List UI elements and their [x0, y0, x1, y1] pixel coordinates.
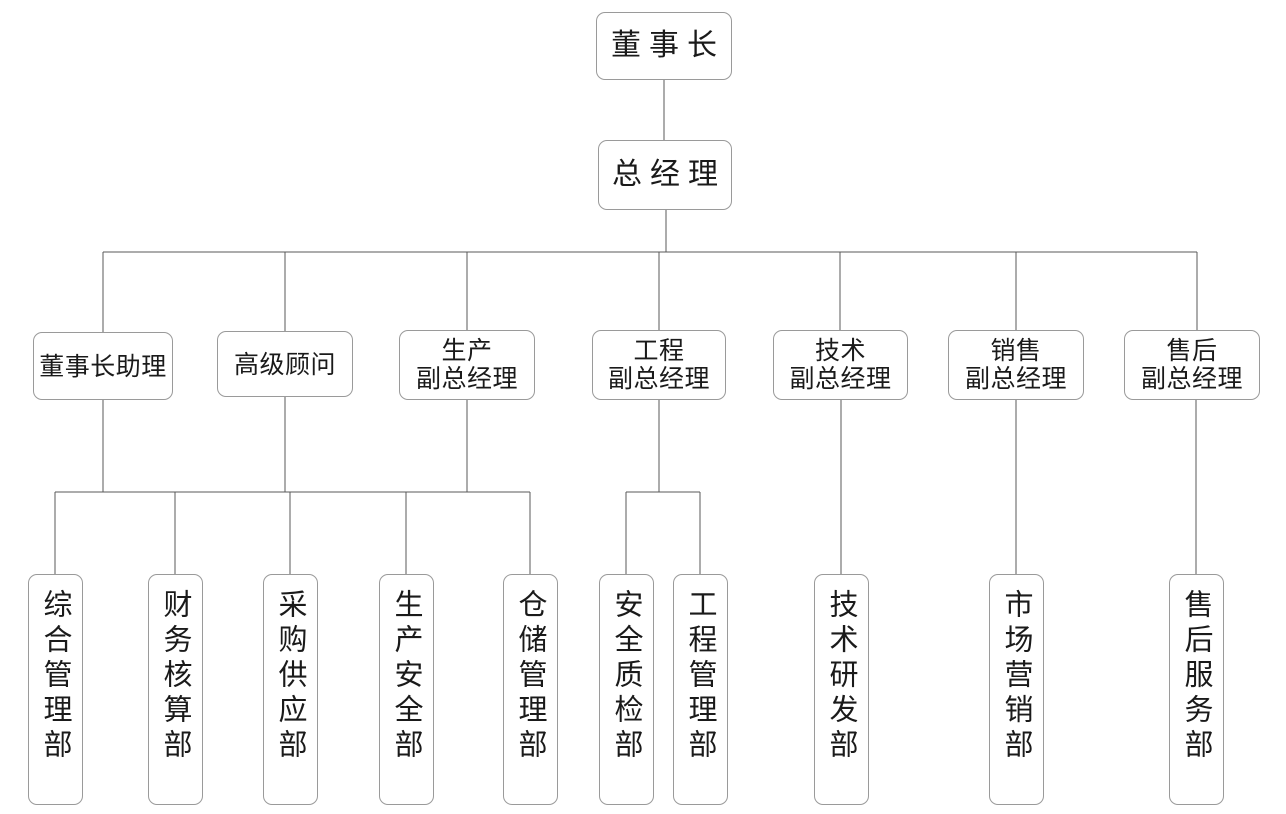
org-node-vp-production[interactable]: 生产 副总经理 [399, 330, 535, 400]
org-node-chairman[interactable]: 董事长 [596, 12, 732, 80]
org-node-label-general-manager: 总经理 [612, 156, 726, 192]
org-node-label-dept-marketing: 市场营销部 [1000, 589, 1034, 764]
org-node-label-vp-production: 生产 副总经理 [415, 336, 518, 393]
org-node-label-senior-advisor: 高级顾问 [233, 349, 336, 379]
org-node-vp-engineering[interactable]: 工程 副总经理 [592, 330, 726, 400]
org-node-dept-admin[interactable]: 综合管理部 [28, 574, 83, 805]
org-node-vp-sales[interactable]: 销售 副总经理 [948, 330, 1084, 400]
org-node-label-dept-service: 售后服务部 [1180, 589, 1214, 764]
org-node-label-dept-warehouse: 仓储管理部 [514, 589, 548, 764]
org-node-vp-aftersales[interactable]: 售后 副总经理 [1124, 330, 1260, 400]
org-node-general-manager[interactable]: 总经理 [598, 140, 732, 210]
org-node-label-chairman-assistant: 董事长助理 [39, 351, 167, 381]
org-node-label-vp-engineering: 工程 副总经理 [607, 336, 710, 393]
org-node-label-vp-aftersales: 售后 副总经理 [1140, 336, 1243, 393]
org-node-dept-marketing[interactable]: 市场营销部 [989, 574, 1044, 805]
org-node-dept-warehouse[interactable]: 仓储管理部 [503, 574, 558, 805]
org-node-chairman-assistant[interactable]: 董事长助理 [33, 332, 173, 400]
org-node-label-dept-procurement: 采购供应部 [274, 589, 308, 764]
org-node-label-dept-finance: 财务核算部 [159, 589, 193, 764]
org-node-dept-procurement[interactable]: 采购供应部 [263, 574, 318, 805]
org-node-dept-prod-safety[interactable]: 生产安全部 [379, 574, 434, 805]
org-node-label-dept-admin: 综合管理部 [39, 589, 73, 764]
org-node-dept-engineering[interactable]: 工程管理部 [673, 574, 728, 805]
org-node-dept-finance[interactable]: 财务核算部 [148, 574, 203, 805]
org-node-label-chairman: 董事长 [611, 27, 725, 63]
org-node-dept-service[interactable]: 售后服务部 [1169, 574, 1224, 805]
org-node-label-vp-technology: 技术 副总经理 [789, 336, 892, 393]
org-node-label-dept-rnd: 技术研发部 [825, 589, 859, 764]
org-node-vp-technology[interactable]: 技术 副总经理 [773, 330, 908, 400]
org-node-label-dept-prod-safety: 生产安全部 [390, 589, 424, 764]
org-node-senior-advisor[interactable]: 高级顾问 [217, 331, 353, 397]
org-node-dept-quality[interactable]: 安全质检部 [599, 574, 654, 805]
org-node-label-dept-quality: 安全质检部 [610, 589, 644, 764]
org-node-label-vp-sales: 销售 副总经理 [964, 336, 1067, 393]
org-node-dept-rnd[interactable]: 技术研发部 [814, 574, 869, 805]
org-node-label-dept-engineering: 工程管理部 [684, 589, 718, 764]
